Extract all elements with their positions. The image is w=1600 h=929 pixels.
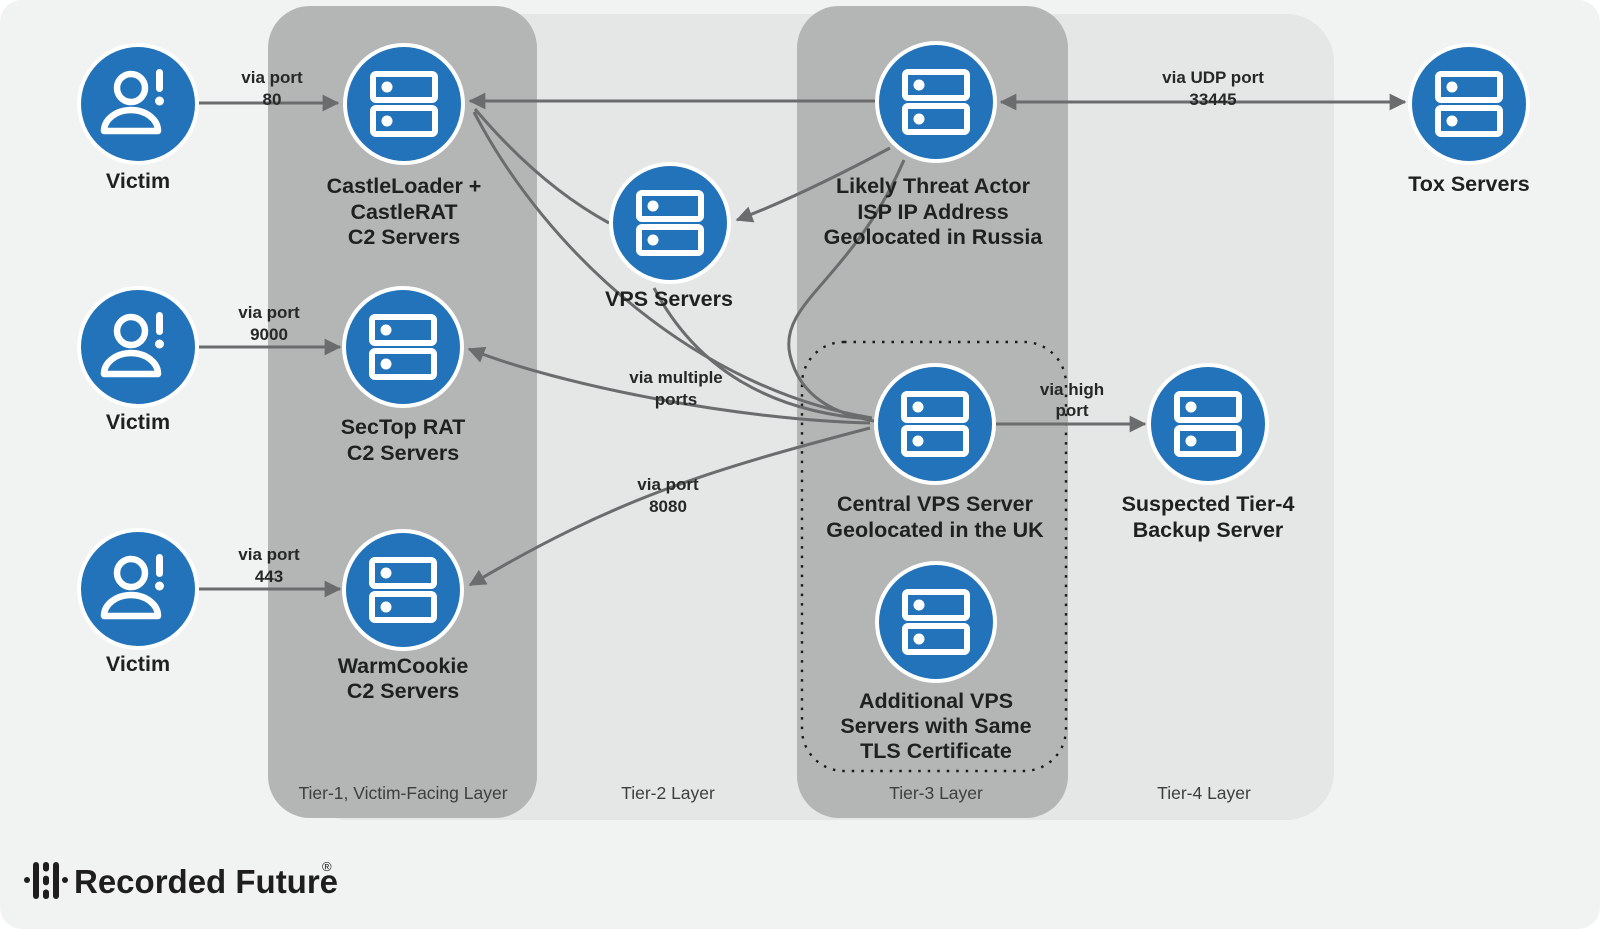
vps-label: VPS Servers bbox=[605, 287, 733, 311]
node-circle bbox=[346, 290, 460, 404]
edge-label-port443-line2: 443 bbox=[255, 567, 283, 586]
additional-vps-label-line3: TLS Certificate bbox=[860, 739, 1012, 763]
victim-mid-label: Victim bbox=[106, 410, 170, 434]
edge-label-port8080-line2: 8080 bbox=[649, 497, 687, 516]
node-circle bbox=[346, 533, 460, 647]
node-circle bbox=[879, 45, 993, 159]
node-vps bbox=[609, 162, 731, 284]
edge-label-udp-line2: 33445 bbox=[1189, 90, 1236, 109]
additional-vps-label-line1: Additional VPS bbox=[859, 689, 1013, 713]
node-additional-vps bbox=[875, 561, 997, 683]
threat-actor-label-line3: Geolocated in Russia bbox=[824, 225, 1044, 249]
edge-label-port80-line2: 80 bbox=[263, 90, 282, 109]
edge-central-vps-to-vps bbox=[652, 287, 871, 421]
sectop-label-line2: C2 Servers bbox=[347, 441, 459, 465]
central-vps-label-line2: Geolocated in the UK bbox=[826, 518, 1044, 542]
edge-central-vps-to-sectop bbox=[467, 346, 871, 425]
recorded-future-logo-text: Recorded Future bbox=[74, 863, 338, 900]
warmcookie-label-line2: C2 Servers bbox=[347, 679, 459, 703]
node-backup bbox=[1147, 363, 1269, 485]
edge-label-port9000-line2: 9000 bbox=[250, 325, 288, 344]
edge-label-port443-line1: via port bbox=[238, 545, 300, 564]
node-circle bbox=[613, 166, 727, 280]
additional-vps-label-line2: Servers with Same bbox=[840, 714, 1031, 738]
edge-threat-actor-to-vps bbox=[735, 146, 891, 223]
tier1-column bbox=[268, 6, 537, 818]
edge-label-port80-line1: via port bbox=[241, 68, 303, 87]
node-circle bbox=[879, 565, 993, 679]
sectop-label-line1: SecTop RAT bbox=[341, 415, 466, 439]
node-sectop bbox=[342, 286, 464, 408]
tier2-label: Tier-2 Layer bbox=[621, 783, 715, 803]
recorded-future-logo-icon bbox=[24, 862, 68, 899]
node-circle bbox=[878, 367, 992, 481]
node-circle bbox=[81, 47, 195, 161]
node-central-vps bbox=[874, 363, 996, 485]
node-circle bbox=[81, 532, 195, 646]
backup-label-line2: Backup Server bbox=[1133, 518, 1284, 542]
node-castleloader bbox=[343, 43, 465, 165]
node-circle bbox=[347, 47, 461, 161]
edge-label-port8080-line1: via port bbox=[637, 475, 699, 494]
node-tox bbox=[1408, 43, 1530, 165]
node-circle bbox=[1412, 47, 1526, 161]
node-victim-mid bbox=[77, 286, 199, 408]
edge-label-highport-line2: port bbox=[1055, 401, 1088, 420]
threat-actor-label-line1: Likely Threat Actor bbox=[836, 174, 1031, 198]
tier4-label: Tier-4 Layer bbox=[1157, 783, 1251, 803]
recorded-future-logo: Recorded Future ® bbox=[24, 859, 338, 900]
edge-threat-actor-to-central-vps bbox=[787, 159, 906, 423]
edge-vps-to-castleloader bbox=[473, 108, 610, 225]
tier1-label: Tier-1, Victim-Facing Layer bbox=[298, 783, 507, 803]
node-victim-bottom bbox=[77, 528, 199, 650]
node-circle bbox=[81, 290, 195, 404]
castleloader-label-line3: C2 Servers bbox=[348, 225, 460, 249]
victim-top-label: Victim bbox=[106, 169, 170, 193]
node-threat-actor bbox=[875, 41, 997, 163]
node-warmcookie bbox=[342, 529, 464, 651]
node-circle bbox=[1151, 367, 1265, 481]
central-vps-label-line1: Central VPS Server bbox=[837, 492, 1034, 516]
recorded-future-logo-registered-mark: ® bbox=[322, 859, 332, 874]
threat-actor-label-line2: ISP IP Address bbox=[857, 200, 1008, 224]
victim-bottom-label: Victim bbox=[106, 652, 170, 676]
edge-label-multiple-line2: ports bbox=[655, 390, 698, 409]
edge-label-highport-line1: via high bbox=[1040, 380, 1104, 399]
backup-label-line1: Suspected Tier-4 bbox=[1122, 492, 1295, 516]
tls-certificate-group-border bbox=[800, 340, 1068, 773]
tier3-label: Tier-3 Layer bbox=[889, 783, 983, 803]
castleloader-label-line1: CastleLoader + bbox=[327, 174, 482, 198]
edge-central-vps-to-castleloader bbox=[472, 111, 873, 420]
edge-label-port9000-line1: via port bbox=[238, 303, 300, 322]
edge-label-udp-line1: via UDP port bbox=[1162, 68, 1264, 87]
tox-label: Tox Servers bbox=[1408, 172, 1530, 196]
edge-central-vps-to-warmcookie bbox=[468, 426, 871, 587]
castleloader-label-line2: CastleRAT bbox=[350, 200, 457, 224]
node-victim-top bbox=[77, 43, 199, 165]
edge-label-multiple-line1: via multiple bbox=[629, 368, 723, 387]
warmcookie-label-line1: WarmCookie bbox=[338, 654, 469, 678]
